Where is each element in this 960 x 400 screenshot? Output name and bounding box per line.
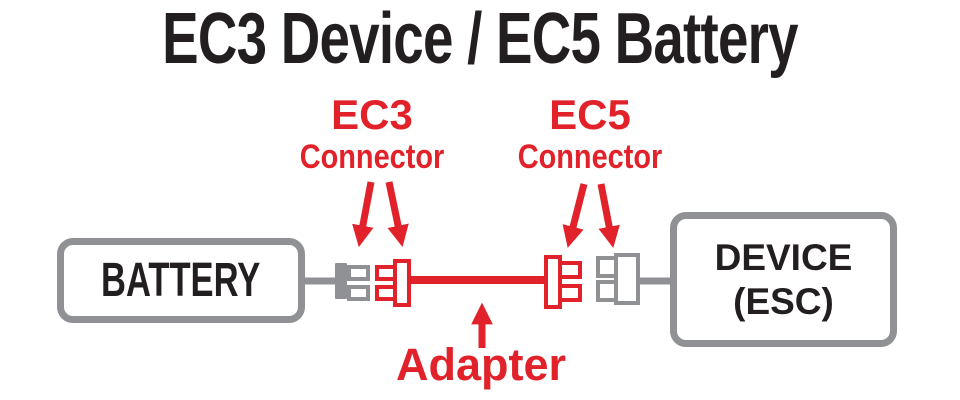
ec3-callout: EC3 Connector	[222, 91, 522, 176]
device-box: DEVICE(ESC)	[670, 212, 897, 347]
device-label-line2: (ESC)	[733, 280, 834, 322]
battery-label: BATTERY	[101, 254, 261, 307]
ec3-plug-gray-icon	[335, 263, 370, 301]
adapter-callout: Adapter	[395, 339, 567, 390]
ec5-callout-title: EC5	[549, 91, 631, 138]
ec5-callout-subtitle: Connector	[517, 138, 663, 176]
ec3-callout-subtitle: Connector	[299, 138, 445, 176]
ec3-connector-red-icon	[375, 259, 411, 307]
ec3-callout-title: EC3	[331, 91, 413, 138]
device-label: DEVICE(ESC)	[715, 236, 853, 323]
battery-box: BATTERY	[57, 238, 305, 323]
ec5-connector-red-icon	[544, 255, 582, 309]
ec3-arrows-icon	[352, 181, 409, 248]
ec5-plug-gray-icon	[596, 253, 640, 305]
device-label-line1: DEVICE	[714, 236, 853, 278]
page-title: EC3 Device / EC5 Battery	[162, 0, 798, 79]
ec5-callout: EC5 Connector	[440, 91, 740, 176]
ec5-arrows-icon	[562, 183, 620, 249]
